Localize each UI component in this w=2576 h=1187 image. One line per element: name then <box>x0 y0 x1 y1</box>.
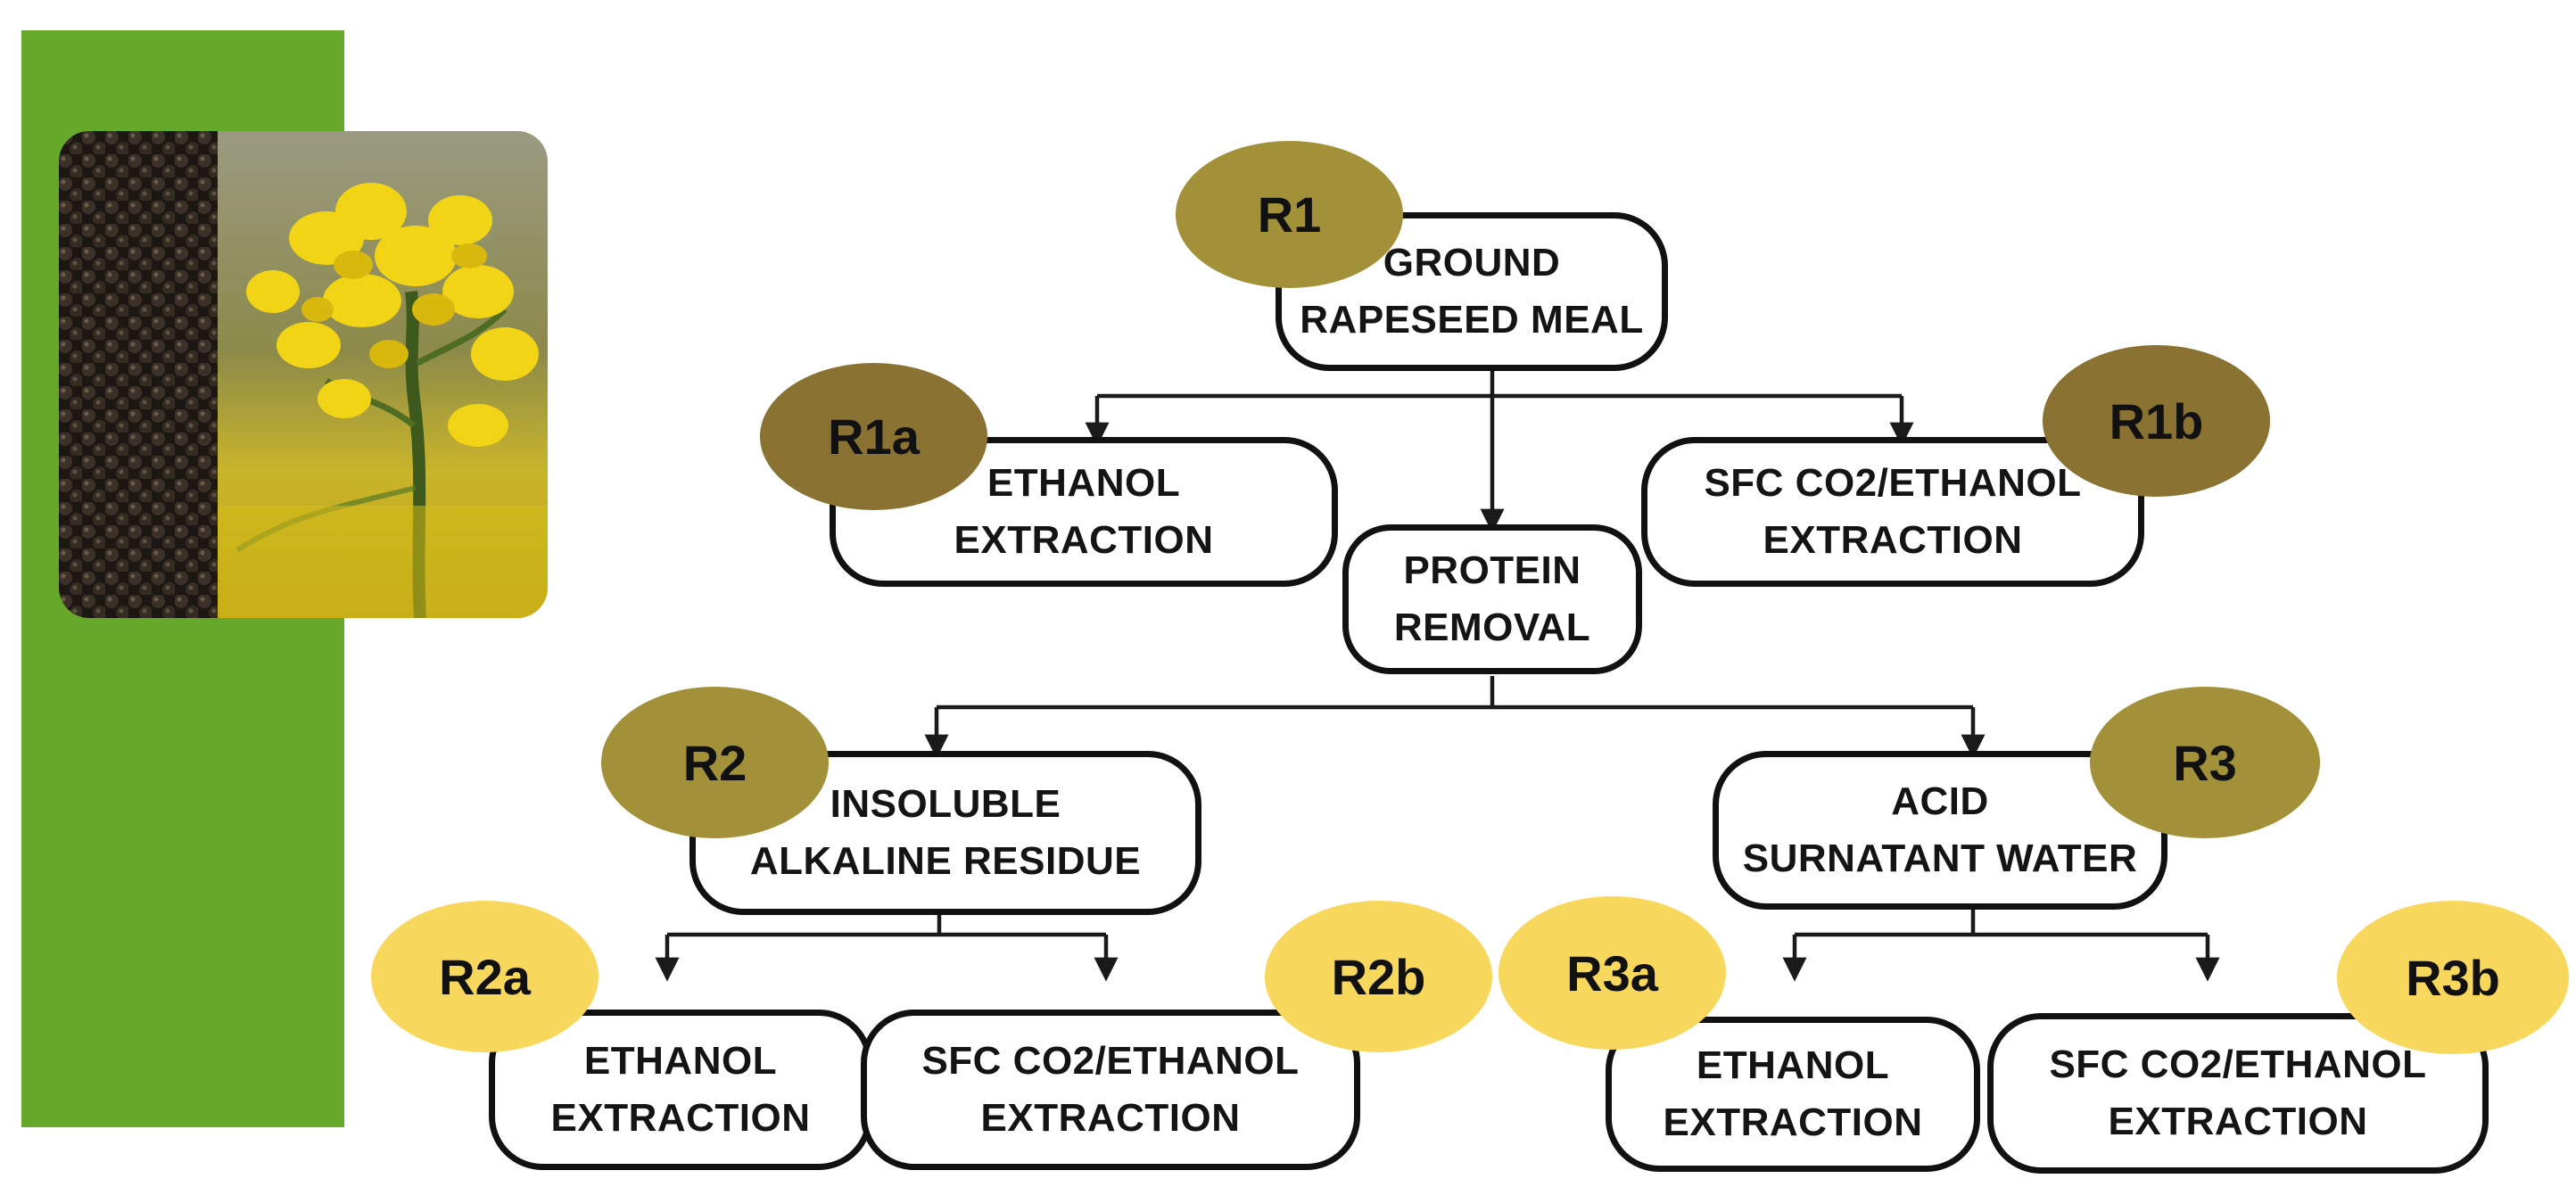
badge-r3b: R3b <box>2337 901 2569 1054</box>
badge-r3: R3 <box>2090 687 2320 838</box>
node-ethanol-extraction-r2a: ETHANOL EXTRACTION <box>489 1010 872 1170</box>
node-protein-removal: PROTEIN REMOVAL <box>1342 524 1642 674</box>
badge-r3a: R3a <box>1499 896 1726 1050</box>
node-acid-surnatant-water-line2: SURNATANT WATER <box>1742 837 2138 880</box>
badge-r2: R2 <box>601 687 829 838</box>
node-protein-removal-line1: PROTEIN <box>1403 548 1581 593</box>
node-acid-surnatant-water-line1: ACID <box>1891 779 1989 824</box>
node-ethanol-extraction-r3a-line1: ETHANOL <box>1696 1043 1890 1088</box>
node-sfc-co2-ethanol-extraction-r1b: SFC CO2/ETHANOL EXTRACTION <box>1641 437 2144 587</box>
node-protein-removal-line2: REMOVAL <box>1393 606 1591 649</box>
rapeseed-photo-graphic <box>59 131 548 618</box>
badge-r2a: R2a <box>371 901 599 1052</box>
node-sfc-co2-ethanol-extraction-r2b-line1: SFC CO2/ETHANOL <box>921 1039 1300 1084</box>
node-insoluble-alkaline-residue-line2: ALKALINE RESIDUE <box>749 839 1142 883</box>
node-insoluble-alkaline-residue-line1: INSOLUBLE <box>830 782 1061 827</box>
node-sfc-co2-ethanol-extraction-r1b-line1: SFC CO2/ETHANOL <box>1704 461 2082 506</box>
badge-r2b: R2b <box>1265 901 1492 1052</box>
node-sfc-co2-ethanol-extraction-r1b-line2: EXTRACTION <box>1763 518 2023 562</box>
node-ground-rapeseed-meal-line2: RAPESEED MEAL <box>1300 298 1644 342</box>
node-sfc-co2-ethanol-extraction-r2b: SFC CO2/ETHANOL EXTRACTION <box>861 1010 1360 1170</box>
node-ethanol-extraction-r1a-line1: ETHANOL <box>987 461 1181 506</box>
badge-r1b: R1b <box>2043 345 2270 497</box>
node-ethanol-extraction-r2a-line2: EXTRACTION <box>550 1096 811 1140</box>
node-ethanol-extraction-r3a: ETHANOL EXTRACTION <box>1606 1017 1980 1172</box>
badge-r1: R1 <box>1176 141 1403 288</box>
node-sfc-co2-ethanol-extraction-r3b-line1: SFC CO2/ETHANOL <box>2049 1043 2427 1087</box>
node-ground-rapeseed-meal-line1: GROUND <box>1383 241 1561 285</box>
rapeseed-photo <box>59 131 548 618</box>
node-ethanol-extraction-r3a-line2: EXTRACTION <box>1663 1100 1923 1144</box>
node-ethanol-extraction-r1a-line2: EXTRACTION <box>954 518 1214 562</box>
node-sfc-co2-ethanol-extraction-r3b-line2: EXTRACTION <box>2108 1100 2368 1143</box>
node-ethanol-extraction-r2a-line1: ETHANOL <box>583 1039 778 1084</box>
badge-r1a: R1a <box>760 363 987 510</box>
node-sfc-co2-ethanol-extraction-r2b-line2: EXTRACTION <box>980 1096 1241 1140</box>
